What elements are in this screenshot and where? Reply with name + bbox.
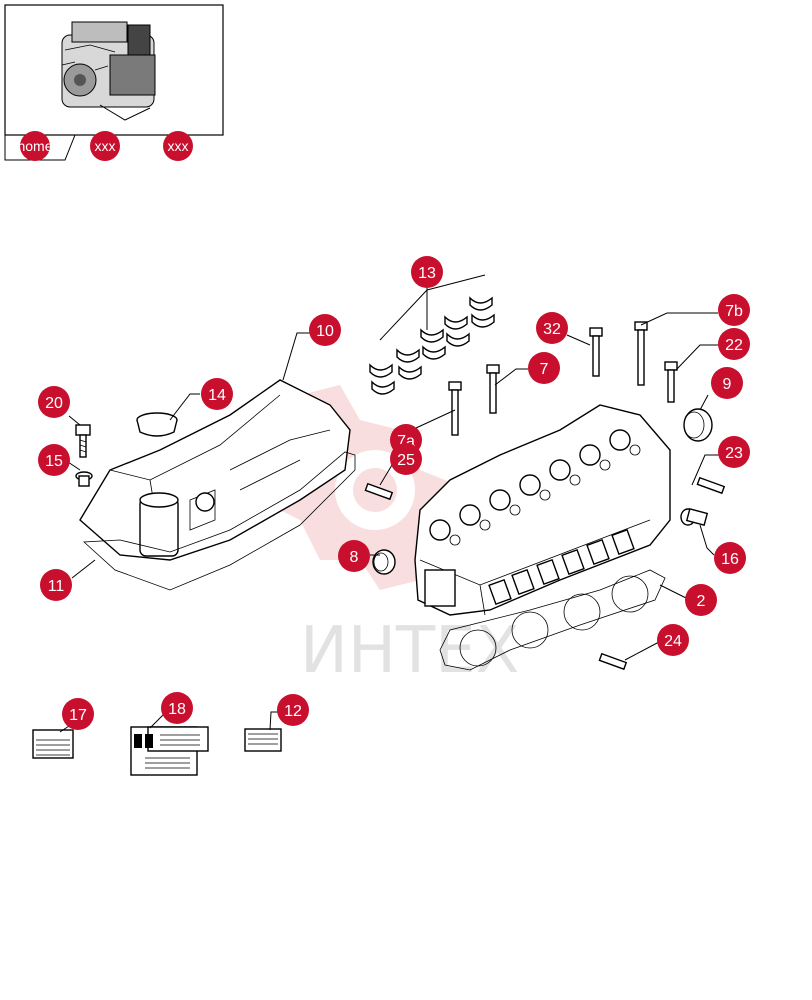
nav-panel: home xxx xxx [4,4,224,161]
callout-14[interactable]: 14 [201,378,233,410]
stud-25 [364,482,394,501]
callout-label: 22 [725,337,743,354]
washer-15 [75,471,93,487]
cylinder-head [414,404,671,616]
callout-bubble [201,378,233,410]
callout-bubble [657,624,689,656]
callout-bubble [161,692,193,724]
head-bolt-7a [448,381,462,436]
callout-bubble [711,367,743,399]
callout-label: 8 [350,549,359,566]
callout-label: 18 [168,701,186,718]
stud-23 [696,476,726,495]
callout-bubble [390,443,422,475]
callout-bubble [718,294,750,326]
oil-filler-cap [136,412,178,437]
callout-bubble [536,312,568,344]
head-bolt-7b [634,321,648,386]
callout-label: 7 [540,361,549,378]
plug-16 [680,508,709,526]
plug-8 [372,549,396,575]
callout-bubble [718,328,750,360]
home-button[interactable]: home [17,131,53,161]
callout-bubble [411,256,443,288]
callout-bubble [40,569,72,601]
head-gasket [439,569,666,671]
callout-13[interactable]: 13 [411,256,443,288]
callout-12[interactable]: 12 [277,694,309,726]
stud-24 [598,652,628,671]
callout-label: 24 [664,633,682,650]
callout-label: 15 [45,453,63,470]
valve-cover-gasket [83,451,356,591]
callout-11[interactable]: 11 [40,569,72,601]
callout-2[interactable]: 2 [685,584,717,616]
callout-label: 20 [45,395,63,412]
callout-bubble [685,584,717,616]
callout-label: 12 [284,703,302,720]
callout-bubble [277,694,309,726]
valve-cover [79,379,351,561]
callout-9[interactable]: 9 [711,367,743,399]
label-18 [130,726,209,776]
back-button[interactable]: xxx [90,131,120,161]
callout-label: 25 [397,452,415,469]
callout-23[interactable]: 23 [718,436,750,468]
head-bolt-32 [589,327,603,377]
callout-label: 2 [697,593,706,610]
callout-bubble [338,540,370,572]
callout-32[interactable]: 32 [536,312,568,344]
callout-label: 23 [725,445,743,462]
engine-thumbnail [61,21,156,121]
back-label: xxx [95,138,116,154]
callout-label: 32 [543,321,561,338]
callout-bubble [62,698,94,730]
callout-25[interactable]: 25 [390,443,422,475]
label-17 [32,729,74,759]
callout-label: 10 [316,323,334,340]
gasket-bore-3 [563,593,601,631]
leader-lines [59,274,722,733]
home-label: home [17,138,52,154]
callout-8[interactable]: 8 [338,540,370,572]
head-bolt-7 [486,364,500,414]
callout-bubble [38,386,70,418]
plug-9 [683,408,713,442]
callout-15[interactable]: 15 [38,444,70,476]
callout-7b[interactable]: 7b [718,294,750,326]
callout-bubble [718,436,750,468]
gasket-bore-4 [611,575,649,613]
callout-label: 13 [418,265,436,282]
callout-20[interactable]: 20 [38,386,70,418]
callout-17[interactable]: 17 [62,698,94,730]
callout-label: 9 [723,376,732,393]
forward-button[interactable]: xxx [163,131,193,161]
callout-10[interactable]: 10 [309,314,341,346]
bolt-20 [75,424,91,458]
drawing [32,274,726,776]
valve-collets [369,296,495,395]
callout-label: 14 [208,387,226,404]
callout-18[interactable]: 18 [161,692,193,724]
callout-7[interactable]: 7 [528,352,560,384]
callout-label: 11 [48,578,65,595]
callout-bubble [714,542,746,574]
gasket-bore-1 [459,629,497,667]
callout-bubble [38,444,70,476]
callout-label: 7b [725,303,743,320]
callout-bubble [309,314,341,346]
head-bolt-22 [664,361,678,403]
gasket-bore-2 [511,611,549,649]
callout-label: 16 [721,551,739,568]
label-12 [244,728,282,752]
callout-24[interactable]: 24 [657,624,689,656]
callout-bubble [528,352,560,384]
forward-label: xxx [168,138,189,154]
callout-label: 17 [69,707,87,724]
callout-16[interactable]: 16 [714,542,746,574]
watermark-text: ИНТЕХ [300,614,519,688]
callout-22[interactable]: 22 [718,328,750,360]
